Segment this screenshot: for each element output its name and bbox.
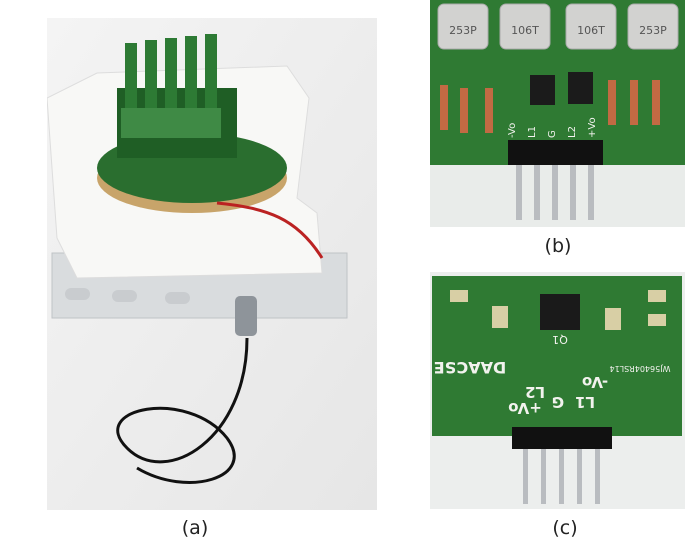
pin-label-l2: L2 [525,383,545,401]
inductor-label-3: 106T [577,24,605,37]
box-hole [112,290,137,302]
panel-b-photo: 253P 106T 106T 253P -Vo L1 G L2 +Vo [430,0,685,227]
caption-a: (a) [181,517,209,539]
inductor-label-2: 106T [511,24,539,37]
chip-label: Q1 [552,333,568,346]
panel-a-photo [47,18,377,510]
panel-a-svg [47,18,377,510]
board-title: DAACSE [434,358,507,377]
box-hole [165,292,190,304]
caption-c: (c) [552,517,578,539]
panel-b-svg: 253P 106T 106T 253P -Vo L1 G L2 +Vo [430,0,685,227]
cable [116,337,249,484]
silk-label-1: -Vo [507,123,518,138]
pin-label-g: G [552,393,564,411]
diodes [440,80,660,133]
pin-label-pos: +Vo [508,399,542,417]
silk-label-2: L1 [527,126,538,138]
silk-label-3: G [547,130,558,138]
pin-header [508,140,603,220]
connector [235,296,257,336]
pin-label-l1: L1 [575,393,595,411]
ic-chip [540,294,580,330]
capacitors [450,290,666,330]
inductors: 253P 106T 106T 253P [437,3,679,50]
wire [216,201,324,259]
panel-c-photo: Q1 DAACSE WJ56404RSL14 +Vo L2 G -Vo L1 [430,272,685,509]
pin-label-neg: -Vo [582,373,608,391]
part-number: WJ56404RSL14 [610,364,671,373]
pin-header [512,427,612,504]
box-hole [65,288,90,300]
inductor-label-1: 253P [449,24,477,37]
resistor-2 [568,72,593,104]
resistor-1 [530,75,555,105]
silk-label-5: +Vo [587,117,598,138]
panel-c-svg: Q1 DAACSE WJ56404RSL14 +Vo L2 G -Vo L1 [430,272,685,509]
inductor-label-4: 253P [639,24,667,37]
caption-b: (b) [544,235,572,257]
silk-label-4: L2 [567,126,578,138]
pcb-stack [117,34,237,158]
